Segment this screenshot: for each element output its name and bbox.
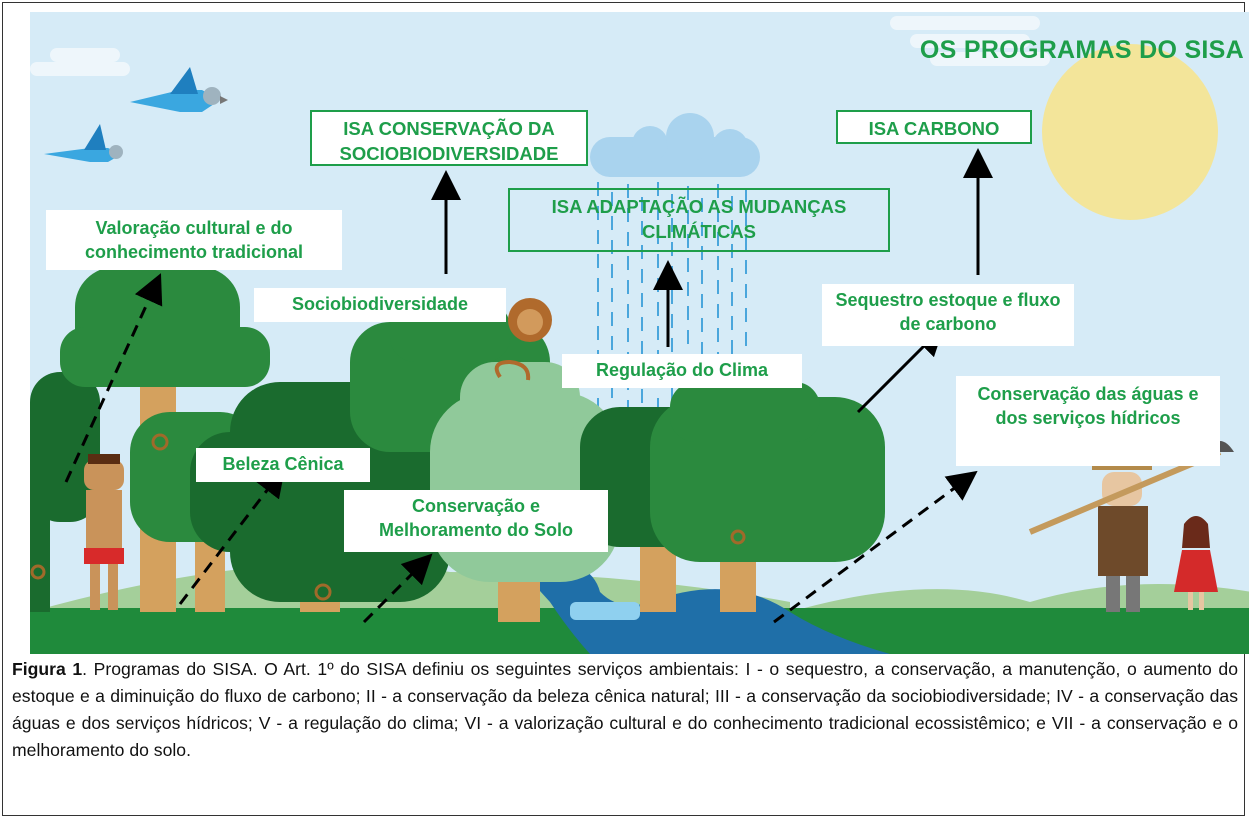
trunk-swirls	[30, 433, 746, 601]
dashed-arrows	[64, 273, 978, 624]
service-aguas-label: Conservação das águas e dos serviços híd…	[977, 384, 1199, 428]
waterfall	[570, 602, 640, 620]
service-regulacao: Regulação do Clima	[562, 354, 802, 388]
tree	[60, 267, 270, 387]
rain-cloud-icon	[590, 113, 760, 177]
white-clouds	[30, 16, 1050, 76]
program-adaptacao: ISA ADAPTAÇÃO AS MUDANÇAS CLIMÁTICAS	[508, 188, 890, 252]
service-sociobiodiversidade-label: Sociobiodiversidade	[291, 294, 469, 314]
service-solo-label: Conservação e Melhoramento do Solo	[378, 496, 573, 540]
service-beleza: Beleza Cênica	[196, 448, 370, 482]
caption-label: Figura 1	[12, 659, 83, 679]
tree	[30, 372, 100, 612]
tree	[650, 382, 885, 562]
service-valoracao: Valoração cultural e do conhecimento tra…	[46, 210, 342, 270]
river	[510, 557, 890, 654]
service-sequestro-label: Sequestro estoque e fluxo de carbono	[835, 290, 1061, 334]
service-beleza-label: Beleza Cênica	[222, 454, 344, 474]
service-sequestro: Sequestro estoque e fluxo de carbono	[822, 284, 1074, 346]
parrot-icon	[130, 67, 228, 112]
figure-caption: Figura 1. Programas do SISA. O Art. 1º d…	[12, 656, 1238, 764]
service-sociobiodiversidade: Sociobiodiversidade	[254, 288, 506, 322]
girl-icon	[1174, 516, 1218, 610]
diagram-title: OS PROGRAMAS DO SISA	[919, 36, 1244, 64]
sun-icon	[1042, 44, 1218, 220]
illustration: OS PROGRAMAS DO SISA ISA CONSERVAÇÃO DA …	[30, 12, 1249, 654]
program-carbono: ISA CARBONO	[836, 110, 1032, 144]
program-sociobiodiversidade-label: ISA CONSERVAÇÃO DA SOCIOBIODIVERSIDADE	[339, 118, 559, 164]
scene-drawing	[30, 12, 1249, 654]
service-regulacao-label: Regulação do Clima	[595, 360, 769, 380]
program-sociobiodiversidade: ISA CONSERVAÇÃO DA SOCIOBIODIVERSIDADE	[310, 110, 588, 166]
parrot-icon	[44, 124, 123, 162]
service-valoracao-label: Valoração cultural e do conhecimento tra…	[84, 218, 304, 262]
caption-text: . Programas do SISA. O Art. 1º do SISA d…	[12, 659, 1239, 760]
farmer-icon	[1028, 441, 1234, 612]
service-aguas: Conservação das águas e dos serviços híd…	[956, 376, 1220, 466]
program-adaptacao-label: ISA ADAPTAÇÃO AS MUDANÇAS CLIMÁTICAS	[551, 196, 847, 242]
lion-icon	[494, 298, 552, 381]
indigenous-man-icon	[84, 454, 124, 610]
solid-arrows	[431, 148, 993, 414]
program-carbono-label: ISA CARBONO	[868, 118, 1000, 139]
service-solo: Conservação e Melhoramento do Solo	[344, 490, 608, 552]
